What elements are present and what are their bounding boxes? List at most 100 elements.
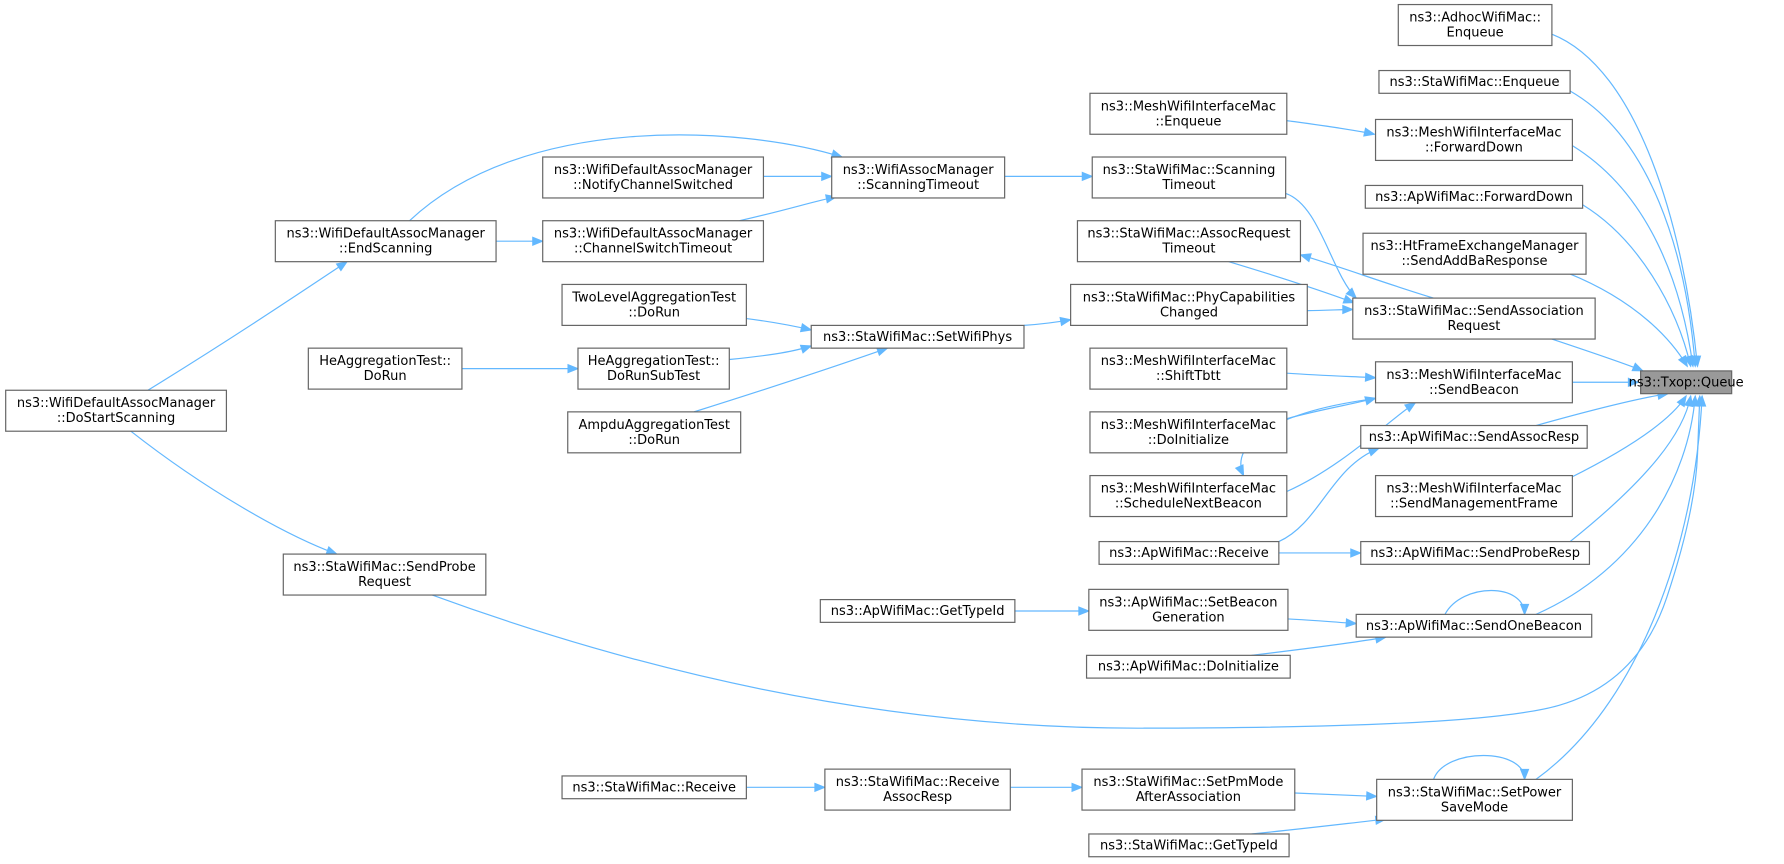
edge-line bbox=[1278, 447, 1380, 543]
node-label: ns3::HtFrameExchangeManager bbox=[1371, 239, 1580, 254]
node-sta-setpmmode[interactable]: ns3::StaWifiMac::SetPmModeAfterAssociati… bbox=[1081, 768, 1296, 811]
node-box bbox=[307, 347, 463, 390]
arrowhead-icon bbox=[1234, 464, 1245, 477]
node-ap-doinit[interactable]: ns3::ApWifiMac::DoInitialize bbox=[1085, 654, 1291, 679]
node-box bbox=[1364, 184, 1584, 209]
node-label: ::ChannelSwitchTimeout bbox=[574, 242, 732, 257]
node-box bbox=[1089, 347, 1288, 390]
node-sta-receive[interactable]: ns3::StaWifiMac::Receive bbox=[561, 775, 747, 800]
node-label: ns3::MeshWifiInterfaceMac bbox=[1386, 368, 1561, 383]
node-label: Request bbox=[358, 575, 411, 590]
node-label: ::SendAddBaResponse bbox=[1402, 254, 1548, 269]
edge-line bbox=[1444, 589, 1526, 615]
edge-line bbox=[1251, 818, 1386, 835]
node-label: ::NotifyChannelSwitched bbox=[573, 178, 733, 193]
arrowhead-icon bbox=[1078, 606, 1091, 616]
arrowhead-icon bbox=[821, 171, 834, 182]
arrowhead-icon bbox=[875, 347, 889, 357]
node-adhoc-enqueue[interactable]: ns3::AdhocWifiMac::Enqueue bbox=[1397, 3, 1553, 47]
node-ap-receive[interactable]: ns3::ApWifiMac::Receive bbox=[1098, 540, 1280, 565]
node-box bbox=[542, 156, 765, 199]
node-default-dostart[interactable]: ns3::WifiDefaultAssocManager::DoStartSca… bbox=[5, 389, 228, 432]
edge-line bbox=[1569, 90, 1696, 367]
node-he-dorunsub[interactable]: HeAggregationTest::DoRunSubTest bbox=[577, 347, 730, 390]
node-ap-gettypeid[interactable]: ns3::ApWifiMac::GetTypeId bbox=[819, 598, 1016, 623]
node-mesh-shifttbtt[interactable]: ns3::MeshWifiInterfaceMac::ShiftTbtt bbox=[1089, 347, 1288, 390]
edge-sta_setpmmode-to-sta_setpowersave bbox=[1294, 791, 1379, 801]
node-mesh-sendmgmt[interactable]: ns3::MeshWifiInterfaceMac::SendManagemen… bbox=[1374, 474, 1573, 518]
edge-sta_scantimeout-to-sta_sendassoc bbox=[1285, 192, 1358, 300]
node-assocmgr-scantimeout[interactable]: ns3::WifiAssocManager::ScanningTimeout bbox=[831, 156, 1006, 199]
arrowhead-icon bbox=[567, 363, 580, 374]
node-ap-sendproberesp[interactable]: ns3::ApWifiMac::SendProbeResp bbox=[1360, 540, 1591, 565]
node-mesh-forwarddown[interactable]: ns3::MeshWifiInterfaceMac::ForwardDown bbox=[1374, 118, 1573, 162]
node-mesh-sendbeacon[interactable]: ns3::MeshWifiInterfaceMac::SendBeacon bbox=[1374, 361, 1573, 404]
edge-sta_recvassocresp-to-sta_setpmmode bbox=[1010, 782, 1084, 793]
node-box bbox=[561, 775, 747, 800]
edge-line bbox=[147, 261, 348, 391]
node-label: ns3::StaWifiMac::AssocRequest bbox=[1087, 227, 1290, 242]
edge-ap_setbeacon-to-ap_sendonebeacon bbox=[1287, 618, 1358, 628]
node-label: ns3::StaWifiMac::Scanning bbox=[1103, 163, 1276, 178]
arrowhead-icon bbox=[1676, 394, 1687, 408]
node-box bbox=[824, 768, 1011, 811]
edge-line bbox=[739, 196, 837, 222]
node-twolevel-dorun[interactable]: TwoLevelAggregationTest::DoRun bbox=[561, 283, 747, 326]
node-default-chtimeout[interactable]: ns3::WifiDefaultAssocManager::ChannelSwi… bbox=[542, 220, 765, 263]
node-mesh-doinit[interactable]: ns3::MeshWifiInterfaceMac::DoInitialize bbox=[1089, 411, 1288, 454]
arrowhead-icon bbox=[1364, 372, 1377, 382]
node-label: Request bbox=[1448, 319, 1501, 334]
node-box bbox=[1088, 588, 1289, 631]
node-txop-queue[interactable]: ns3::Txop::Queue bbox=[1629, 370, 1744, 395]
node-sta-setphys[interactable]: ns3::StaWifiMac::SetWifiPhys bbox=[810, 324, 1025, 349]
node-label: ns3::ApWifiMac::Receive bbox=[1109, 546, 1269, 561]
node-label: ns3::WifiDefaultAssocManager bbox=[286, 227, 485, 242]
node-label: ns3::Txop::Queue bbox=[1629, 375, 1744, 390]
node-label: ns3::ApWifiMac::SendAssocResp bbox=[1369, 430, 1579, 445]
node-label: ns3::WifiDefaultAssocManager bbox=[554, 227, 753, 242]
node-label: ns3::ApWifiMac::GetTypeId bbox=[831, 604, 1005, 619]
node-box bbox=[1362, 232, 1587, 275]
node-ap-sendonebeacon[interactable]: ns3::ApWifiMac::SendOneBeacon bbox=[1355, 613, 1593, 638]
edge-line bbox=[1551, 33, 1699, 367]
node-ap-forwarddown[interactable]: ns3::ApWifiMac::ForwardDown bbox=[1364, 184, 1584, 209]
node-sta-scantimeout[interactable]: ns3::StaWifiMac::ScanningTimeout bbox=[1091, 156, 1287, 199]
edge-line bbox=[1569, 395, 1692, 543]
arrowhead-icon bbox=[1345, 618, 1358, 628]
node-sta-gettypeid[interactable]: ns3::StaWifiMac::GetTypeId bbox=[1088, 833, 1290, 858]
node-default-endscan[interactable]: ns3::WifiDefaultAssocManager::EndScannin… bbox=[274, 220, 497, 263]
arrowhead-icon bbox=[1519, 768, 1530, 781]
node-label: ::ScheduleNextBeacon bbox=[1115, 497, 1262, 512]
edge-line bbox=[1535, 395, 1703, 780]
node-mesh-enqueue[interactable]: ns3::MeshWifiInterfaceMac::Enqueue bbox=[1089, 92, 1288, 135]
arrowhead-icon bbox=[1363, 127, 1376, 137]
arrowhead-icon bbox=[1059, 316, 1072, 327]
node-label: ns3::WifiAssocManager bbox=[843, 163, 995, 178]
arrowhead-icon bbox=[532, 236, 545, 246]
node-box bbox=[5, 389, 228, 432]
node-mesh-schednext[interactable]: ns3::MeshWifiInterfaceMac::ScheduleNextB… bbox=[1089, 474, 1288, 518]
node-ampdu-dorun[interactable]: AmpduAggregationTest::DoRun bbox=[567, 411, 742, 454]
node-ap-sendassocresp[interactable]: ns3::ApWifiMac::SendAssocResp bbox=[1360, 424, 1588, 449]
node-box bbox=[274, 220, 497, 263]
node-label: SaveMode bbox=[1441, 800, 1508, 815]
node-label: ::DoStartScanning bbox=[57, 411, 175, 426]
arrowhead-icon bbox=[1519, 603, 1530, 616]
edge-default_dostart-to-default_endscan bbox=[147, 260, 349, 391]
node-label: ns3::MeshWifiInterfaceMac bbox=[1101, 482, 1276, 497]
node-box bbox=[819, 598, 1016, 623]
node-label: Generation bbox=[1152, 610, 1225, 625]
node-default-notifych[interactable]: ns3::WifiDefaultAssocManager::NotifyChan… bbox=[542, 156, 765, 199]
node-box bbox=[577, 347, 730, 390]
node-ht-sendaddba[interactable]: ns3::HtFrameExchangeManager::SendAddBaRe… bbox=[1362, 232, 1587, 275]
edge-sta_receive-to-sta_recvassocresp bbox=[746, 782, 827, 793]
node-sta-enqueue[interactable]: ns3::StaWifiMac::Enqueue bbox=[1378, 69, 1571, 94]
node-he-dorun[interactable]: HeAggregationTest::DoRun bbox=[307, 347, 463, 390]
